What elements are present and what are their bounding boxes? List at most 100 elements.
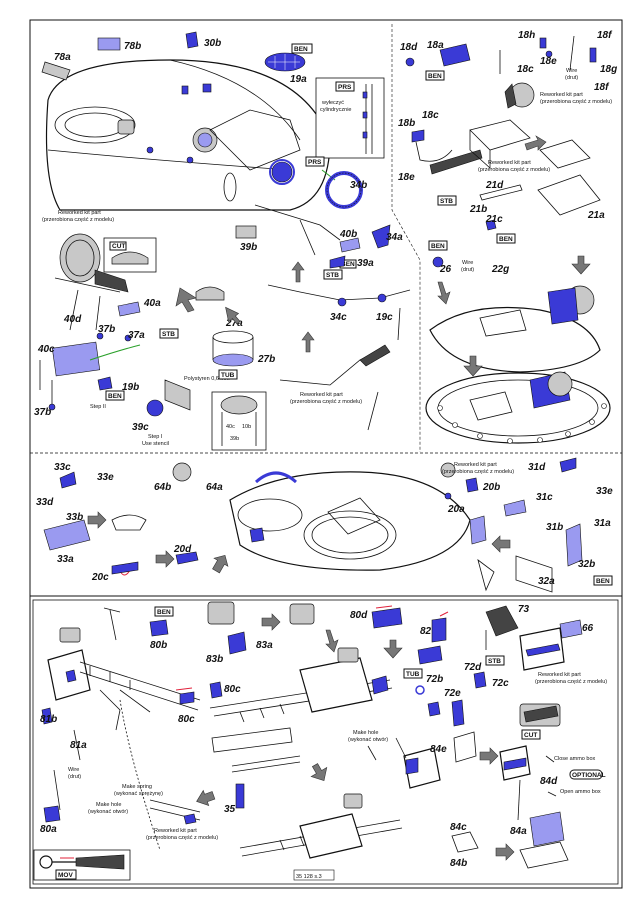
part-label-18c-1: 18c xyxy=(517,64,534,75)
tag-stb-37a: STB xyxy=(159,328,179,339)
part-label-18e-2: 18e xyxy=(398,172,415,183)
part-label-18c-2: 18c xyxy=(422,110,439,121)
part-label-18b: 18b xyxy=(398,118,415,129)
part-label-33d: 33d xyxy=(36,497,54,508)
caption-step-1: Step I xyxy=(148,434,163,440)
part-label-31b: 31b xyxy=(546,522,563,533)
part-40a-shape xyxy=(117,301,141,317)
tag-ben-21c: BEN xyxy=(496,233,516,244)
direction-arrow xyxy=(175,287,197,313)
svg-text:BEN: BEN xyxy=(294,46,308,53)
tag-tub-27b: TUB xyxy=(218,369,238,380)
part-label-84c: 84c xyxy=(450,822,467,833)
caption-wire-2-pl: (drut) xyxy=(461,267,474,273)
part-label-33b: 33b xyxy=(66,512,83,523)
part-label-20a: 20a xyxy=(447,504,465,515)
svg-text:BEN: BEN xyxy=(596,578,610,585)
part-label-72b: 72b xyxy=(426,674,443,685)
machine-gun-bottom xyxy=(239,793,403,859)
part-label-19a: 19a xyxy=(290,74,307,85)
part-label-37b-1: 37b xyxy=(98,324,115,335)
caption-wire-2: Wire xyxy=(462,260,473,266)
tag-ben-19b: BEN xyxy=(105,390,125,401)
part-label-31d: 31d xyxy=(528,462,546,473)
caption-make-hole-2-pl: (wykonać otwór) xyxy=(348,737,388,743)
caption-polystyrene: Polystyren 0,6 mm xyxy=(184,376,230,382)
caption-wire-1: Wire xyxy=(566,68,577,74)
part-label-40a: 40a xyxy=(143,298,161,309)
part-label-27a: 27a xyxy=(225,318,243,329)
tag-stb-21b: STB xyxy=(437,195,457,206)
part-label-19c: 19c xyxy=(376,312,393,323)
part-label-39c: 39c xyxy=(132,422,149,433)
svg-text:TUB: TUB xyxy=(221,372,235,379)
tag-ben-18a: BEN xyxy=(425,70,445,81)
part-label-34c: 34c xyxy=(330,312,347,323)
caption-make-hole-2: Make hole xyxy=(353,730,378,736)
caption-wire-3-pl: (drut) xyxy=(68,774,81,780)
headlight-rework xyxy=(54,233,129,293)
part-label-72e: 72e xyxy=(444,688,461,699)
ammo-box-84 xyxy=(499,745,531,781)
caption-close-ammo-box: Close ammo box xyxy=(554,756,596,762)
part-label-72c: 72c xyxy=(492,678,509,689)
part-label-18e-1: 18e xyxy=(540,56,557,67)
caption-reworked-7-pl: (przerobiona część z modelu) xyxy=(146,835,218,841)
caption-reworked-1-en: Reworked kit part xyxy=(58,210,101,216)
part-label-84d: 84d xyxy=(540,776,558,787)
part-label-31a: 31a xyxy=(594,518,611,529)
part-label-39a: 39a xyxy=(357,258,374,269)
ammo-box-73 xyxy=(485,605,565,671)
part-label-73: 73 xyxy=(518,604,530,615)
part-label-39b: 39b xyxy=(240,242,257,253)
prs-detail-box: PRS wyłeczyć cylindrycznie xyxy=(315,77,385,159)
tag-stb-39a: STB xyxy=(323,269,343,280)
part-label-33e-1: 33e xyxy=(97,472,114,483)
tag-ben-19a: BEN xyxy=(291,43,313,54)
part-label-81b: 81b xyxy=(40,714,57,725)
part-label-80c-1: 80c xyxy=(224,684,241,695)
part-78b-shape xyxy=(97,37,121,51)
caption-reworked-5-en: Reworked kit part xyxy=(454,462,497,468)
part-label-80d: 80d xyxy=(350,610,368,621)
part-label-72d: 72d xyxy=(464,662,482,673)
part-78a-shape xyxy=(41,61,71,81)
caption-reworked-3-en: Reworked kit part xyxy=(540,92,583,98)
part-label-18h: 18h xyxy=(518,30,535,41)
caption-reworked-7-en: Reworked kit part xyxy=(154,828,197,834)
part-label-84b: 84b xyxy=(450,858,467,869)
part-label-18f-2: 18f xyxy=(594,82,610,93)
part-label-26: 26 xyxy=(439,264,452,275)
svg-text:PRS: PRS xyxy=(308,159,322,166)
tag-ben-32b: BEN xyxy=(593,575,613,586)
part-label-84e: 84e xyxy=(430,744,447,755)
svg-text:STB: STB xyxy=(488,658,501,665)
machine-gun-left xyxy=(47,627,201,731)
tag-prs-34b: PRS xyxy=(305,156,325,167)
tag-cut-1: CUT xyxy=(109,241,127,251)
caption-reworked-2-en: Reworked kit part xyxy=(300,392,343,398)
part-label-84a: 84a xyxy=(510,826,527,837)
part-label-22g: 22g xyxy=(491,264,509,275)
tag-tub-72b: TUB xyxy=(403,668,423,679)
hull-top-assembly xyxy=(45,59,331,211)
caption-make-hole-1-pl: (wykonać otwór) xyxy=(88,809,128,815)
caption-wire-1-pl: (drut) xyxy=(565,75,578,81)
part-label-18f-1: 18f xyxy=(597,30,613,41)
part-label-64a: 64a xyxy=(206,482,223,493)
caption-reworked-5-pl: (przerobiona część z modelu) xyxy=(442,469,514,475)
part-40c-plate xyxy=(51,341,101,377)
upper-right-subsection-border xyxy=(391,24,421,452)
svg-text:MOV: MOV xyxy=(58,872,73,879)
part-label-21a: 21a xyxy=(587,210,605,221)
tag-cut-73: CUT xyxy=(521,729,541,740)
machine-gun-center xyxy=(209,647,393,723)
bracket-box-18 xyxy=(469,119,531,169)
part-label-64b: 64b xyxy=(154,482,171,493)
svg-text:OPTIONAL: OPTIONAL xyxy=(572,772,606,779)
svg-text:BEN: BEN xyxy=(428,73,442,80)
caption-use-stencil: Use stencil xyxy=(142,441,169,447)
part-label-37a: 37a xyxy=(128,330,145,341)
part-label-20c: 20c xyxy=(91,572,109,583)
